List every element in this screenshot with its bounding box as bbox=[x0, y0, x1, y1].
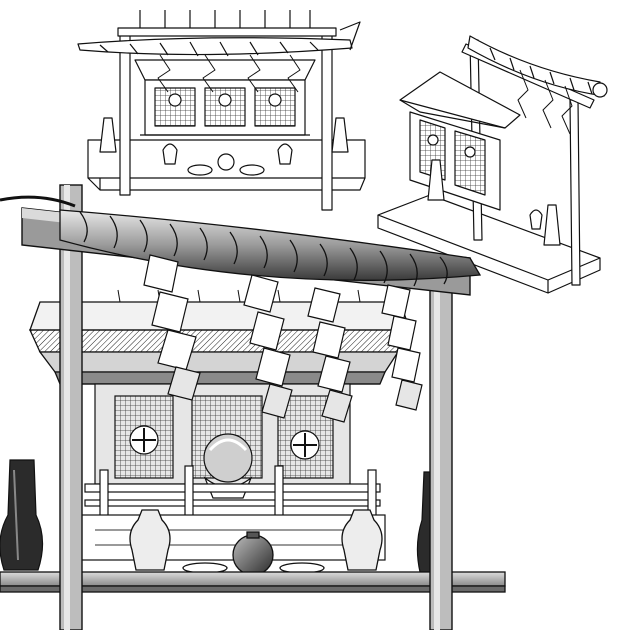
left-dark-vase bbox=[0, 459, 44, 571]
three-quarter-view-line-art bbox=[377, 35, 608, 294]
shide-4 bbox=[381, 284, 423, 411]
shide-3 bbox=[307, 287, 353, 423]
torii-right-post bbox=[429, 289, 453, 630]
right-sake-bottle bbox=[341, 509, 383, 571]
shide-2 bbox=[243, 274, 293, 419]
shaded-close-up-view bbox=[0, 184, 506, 630]
offering-vessels bbox=[129, 509, 383, 576]
left-sake-bottle bbox=[129, 509, 171, 571]
front-view-line-art bbox=[77, 10, 366, 211]
shide-paper-streamers bbox=[143, 254, 423, 423]
shrine-roof bbox=[28, 289, 412, 385]
shrine-body bbox=[94, 383, 351, 499]
wooden-shelf bbox=[0, 571, 506, 593]
shide-1 bbox=[143, 254, 201, 401]
water-jar bbox=[232, 534, 274, 576]
